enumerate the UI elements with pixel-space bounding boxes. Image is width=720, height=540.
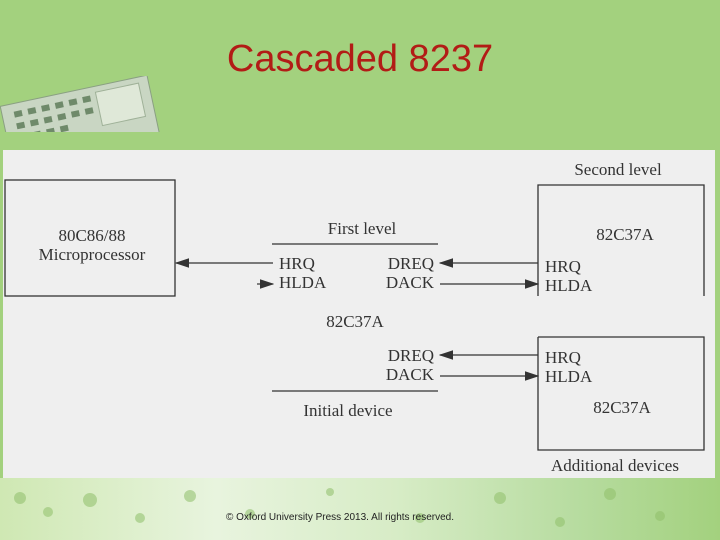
initial-dreq-pin: DREQ (388, 346, 434, 365)
footer-decoration-icon (0, 478, 720, 540)
first-level-dreq-pin: DREQ (388, 254, 434, 273)
second-level-caption: Second level (574, 160, 662, 179)
microprocessor-name: 80C86/88 (58, 226, 125, 245)
additional-hrq-pin: HRQ (545, 348, 581, 367)
slide-footer (0, 478, 720, 540)
microprocessor-label: Microprocessor (39, 245, 146, 264)
second-level-hlda-pin: HLDA (545, 276, 593, 295)
copyright-notice: © Oxford University Press 2013. All righ… (0, 512, 680, 523)
cascade-diagram: 80C86/88 Microprocessor First level HRQ … (3, 150, 715, 478)
initial-dack-pin: DACK (386, 365, 435, 384)
additional-devices-caption: Additional devices (551, 456, 679, 475)
chip-decoration-icon (0, 76, 160, 132)
second-level-chip-name: 82C37A (596, 225, 654, 244)
first-level-hrq-pin: HRQ (279, 254, 315, 273)
additional-hlda-pin: HLDA (545, 367, 593, 386)
first-level-chip-name: 82C37A (326, 312, 384, 331)
slide-title: Cascaded 8237 (0, 38, 720, 81)
additional-chip-name: 82C37A (593, 398, 651, 417)
first-level-caption: First level (328, 219, 397, 238)
first-level-dack-pin: DACK (386, 273, 435, 292)
first-level-hlda-pin: HLDA (279, 273, 327, 292)
initial-device-caption: Initial device (303, 401, 392, 420)
second-level-hrq-pin: HRQ (545, 257, 581, 276)
cascade-diagram-svg: 80C86/88 Microprocessor First level HRQ … (3, 150, 715, 478)
